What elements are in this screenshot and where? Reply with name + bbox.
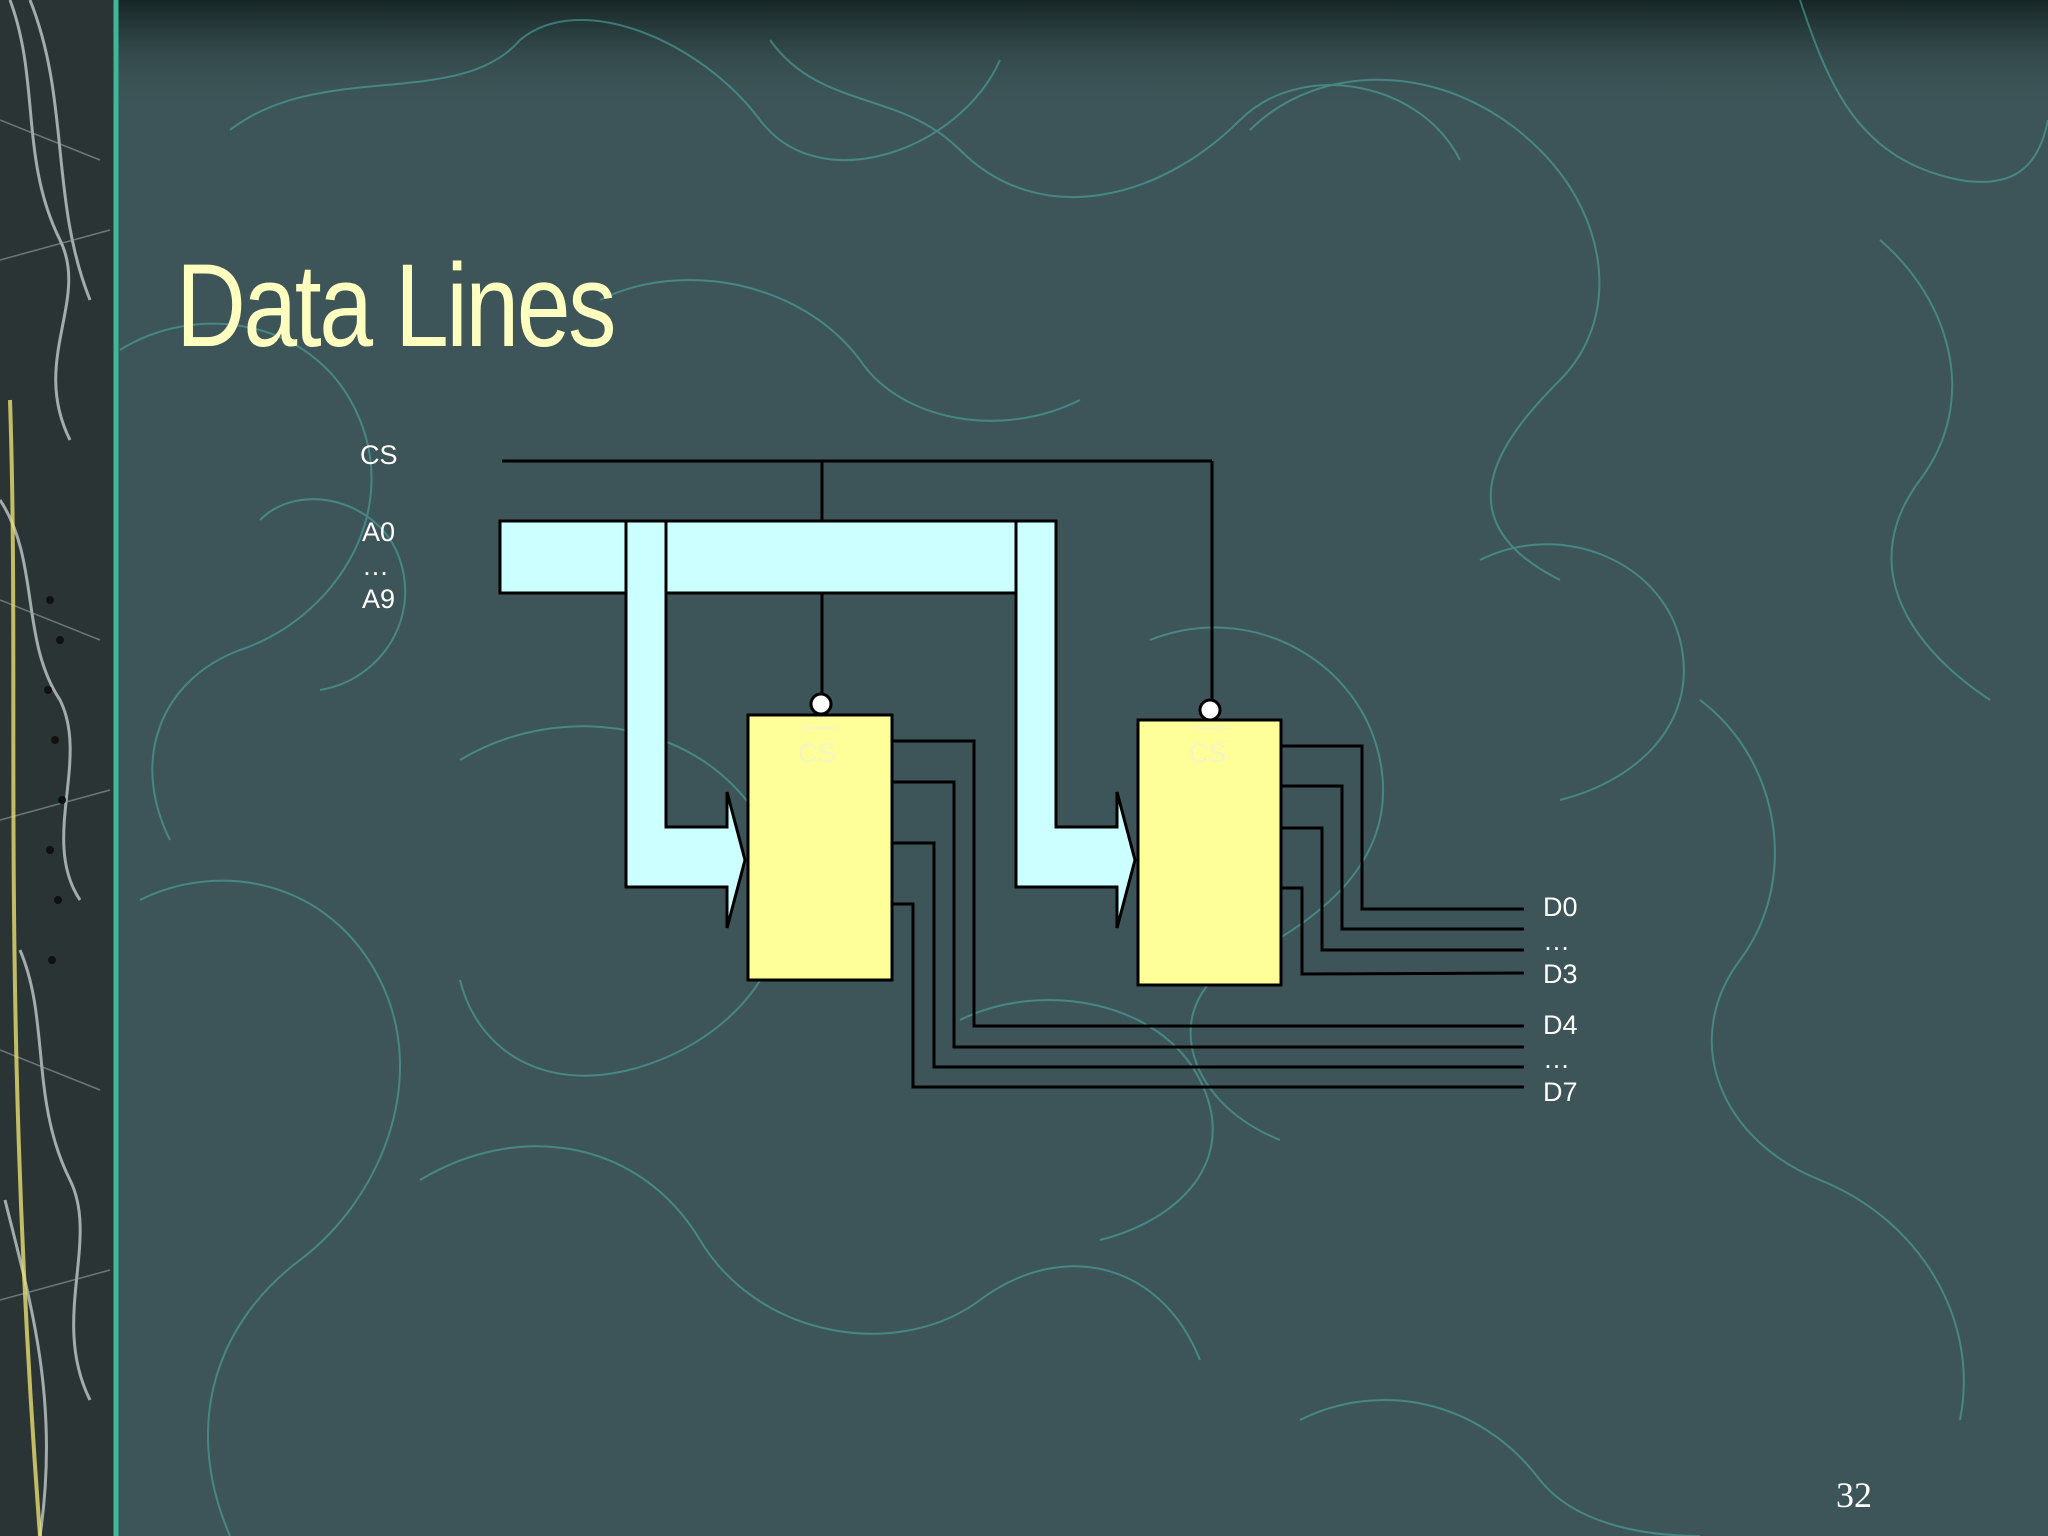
- data-wires-low: [1281, 744, 1525, 976]
- cs-input-label: CS: [360, 440, 398, 470]
- memory-chip-2: [1136, 698, 1283, 987]
- cs-line: [502, 459, 1214, 700]
- d3-label: D3: [1543, 959, 1578, 989]
- address-bus: [498, 519, 1137, 929]
- d-low-ellipsis-label: …: [1543, 926, 1570, 956]
- memory-chip-1: [746, 692, 894, 982]
- chip-2-cs-inverter-bubble: [1198, 698, 1222, 722]
- d4-label: D4: [1543, 1010, 1578, 1040]
- address-start-label: A0: [362, 517, 396, 547]
- d7-label: D7: [1543, 1077, 1578, 1107]
- chip-2-cs-label: CS: [1189, 738, 1227, 768]
- address-end-label: A9: [362, 584, 396, 614]
- address-ellipsis-label: …: [362, 551, 389, 581]
- d-high-ellipsis-label: …: [1543, 1044, 1570, 1074]
- page-number: 32: [1836, 1475, 1872, 1515]
- slide-title: Data Lines: [176, 240, 616, 372]
- chip-1-cs-inverter-bubble: [809, 692, 833, 716]
- data-wires-high: [892, 739, 1524, 1089]
- chip-1-cs-label: CS: [798, 738, 836, 768]
- d0-label: D0: [1543, 892, 1578, 922]
- left-map-strip-image: [0, 0, 119, 1536]
